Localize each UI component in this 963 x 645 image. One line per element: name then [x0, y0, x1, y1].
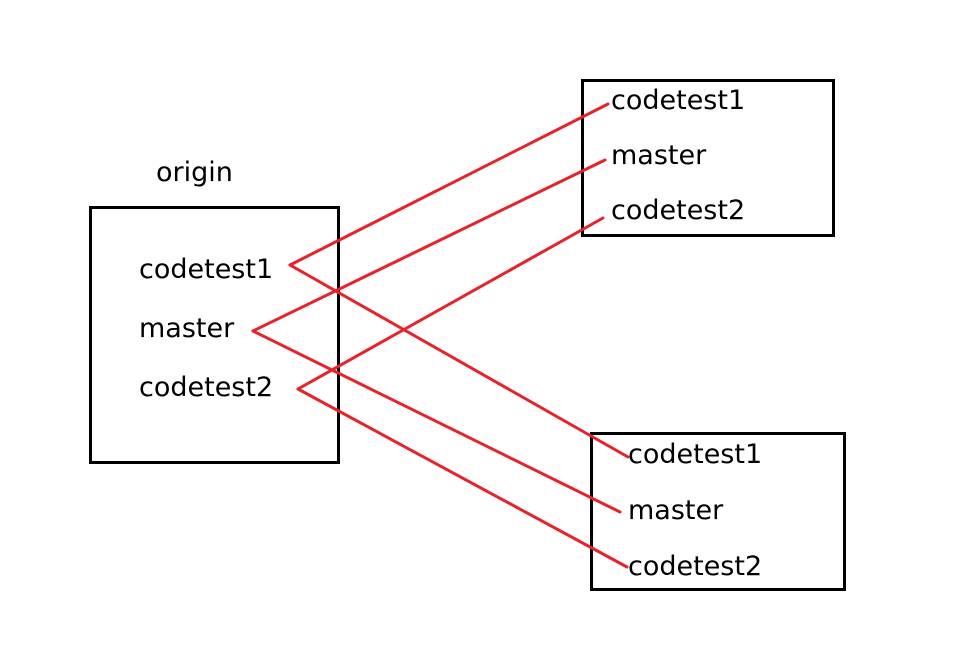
- remote-top-branch-codetest2: codetest2: [611, 195, 746, 226]
- link-origin-codetest1-to-bottom-codetest1: [288, 263, 630, 459]
- remote-bottom-branch-master: master: [628, 495, 724, 526]
- origin-branch-master: master: [139, 313, 235, 344]
- remote-bottom-branch-codetest2: codetest2: [628, 551, 763, 582]
- link-origin-codetest2-to-top-codetest2: [296, 216, 605, 391]
- link-origin-codetest2-to-bottom-codetest2: [296, 387, 629, 569]
- remote-top-branch-codetest1: codetest1: [611, 85, 746, 116]
- remote-bottom-branch-codetest1: codetest1: [628, 439, 763, 470]
- remote-top-branch-master: master: [611, 140, 707, 171]
- origin-branch-codetest1: codetest1: [139, 254, 274, 285]
- origin-branch-codetest2: codetest2: [139, 372, 274, 403]
- origin-title: origin: [156, 157, 233, 188]
